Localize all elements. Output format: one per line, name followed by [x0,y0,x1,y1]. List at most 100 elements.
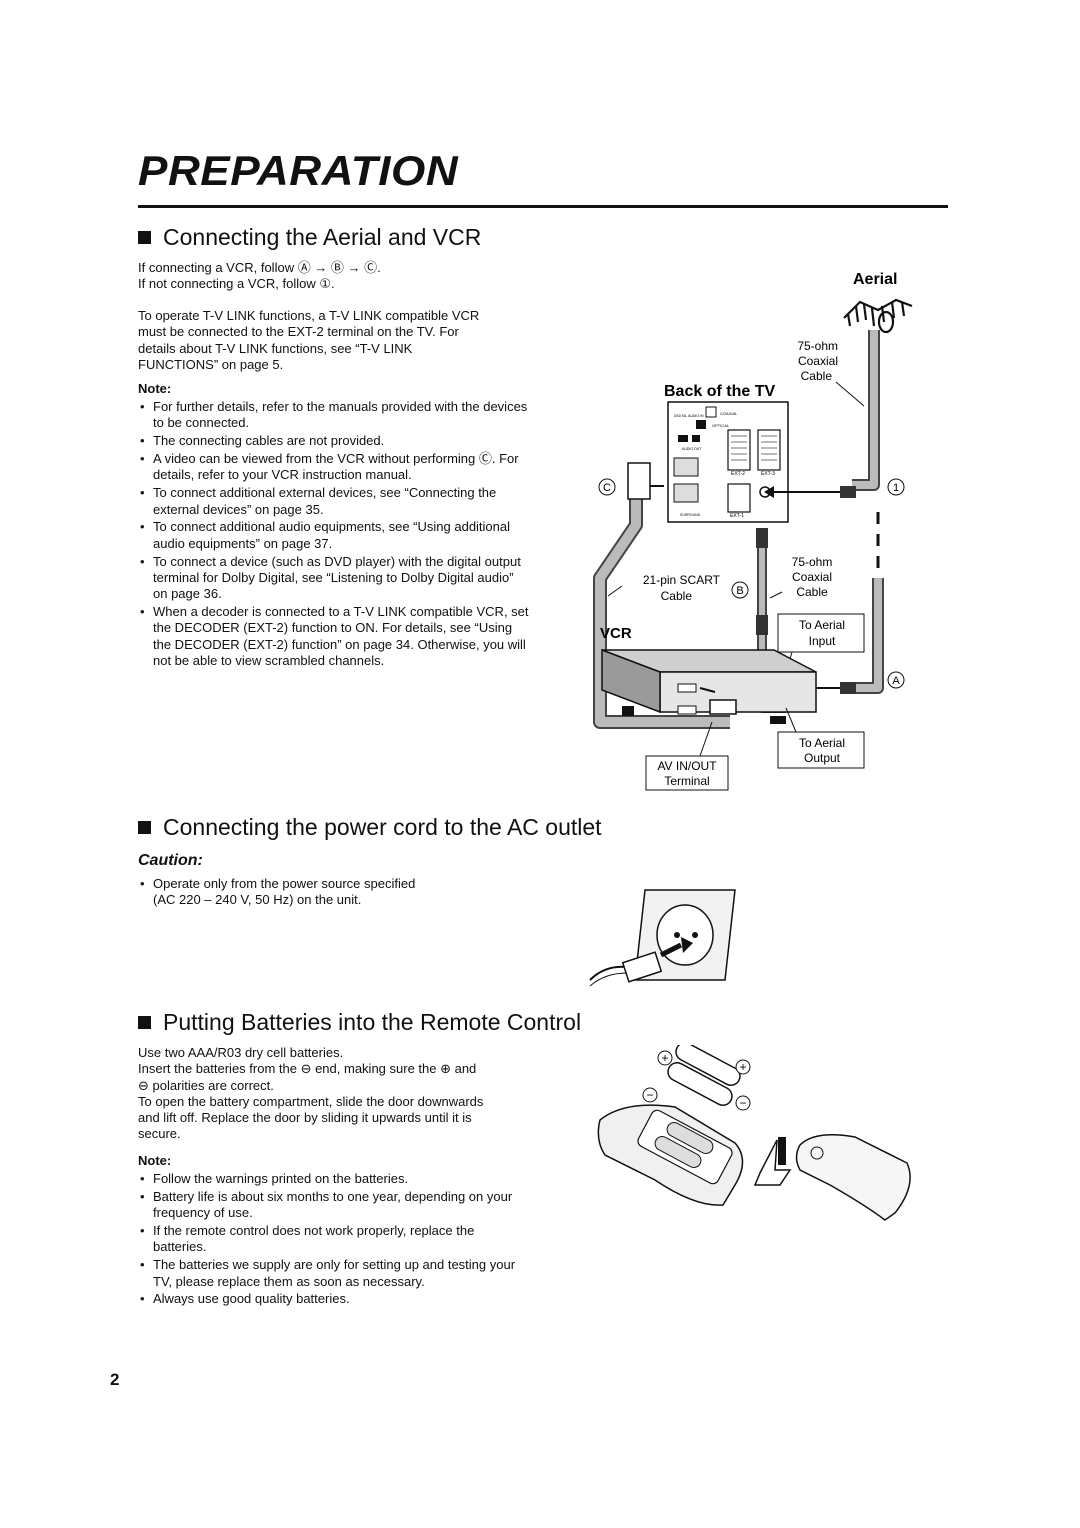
marker-c-text: C [603,482,611,494]
marker-b-text: B [736,585,743,597]
cable-label: 75-ohm [797,339,838,353]
instruction-line: secure. [138,1126,181,1142]
intro-line: If not connecting a VCR, follow ①. [138,276,335,292]
svg-text:+: + [661,1051,668,1065]
paragraph-line: must be connected to the EXT-2 terminal … [138,324,459,340]
scart-plug-icon [627,462,651,500]
section-heading-batteries: Putting Batteries into the Remote Contro… [138,1011,581,1034]
instruction-line: Insert the batteries from the ⊖ end, mak… [138,1061,477,1077]
marker-a [887,671,905,689]
callout-text: Terminal [664,774,709,788]
list-item: For further details, refer to the manual… [138,399,530,432]
callout-text: To Aerial [799,618,845,632]
battery-icon [667,1045,741,1106]
aerial-notes: For further details, refer to the manual… [138,399,530,671]
instruction-line: and lift off. Replace the door by slidin… [138,1110,472,1126]
svg-text:−: − [739,1096,746,1110]
aerial-output-callout [777,731,865,769]
leader-line [835,381,865,407]
av-inout-callout [645,755,729,791]
list-item: To connect additional audio equipments, … [138,519,530,552]
marker-c [598,478,616,496]
list-item: The batteries we supply are only for set… [138,1257,530,1290]
square-bullet-icon [138,821,151,834]
panel-label: SURROUND [680,513,701,517]
aerial-label: Aerial [853,271,897,288]
power-cautions: Operate only from the power source speci… [138,876,518,910]
lift-arrow-icon [753,1139,792,1186]
marker-1 [887,478,905,496]
list-item: A video can be viewed from the VCR witho… [138,451,530,484]
vcr-device [601,648,817,724]
scart-plug-icon [709,699,737,715]
caution-line: (AC 220 – 240 V, 50 Hz) on the unit. [153,892,362,908]
scart-label: Cable [661,589,693,603]
list-item: When a decoder is connected to a T-V LIN… [138,604,530,669]
arrow-head-icon [681,937,693,953]
page-title: PREPARATION [138,147,459,194]
panel-label: EXT-2 [731,471,745,477]
aerial-paragraph: To operate T-V LINK functions, a T-V LIN… [138,308,538,373]
plug-icon [621,951,663,983]
aerial-input-callout [777,613,865,653]
cable-plug-icon [840,682,856,694]
back-of-tv-label: Back of the TV [664,383,775,400]
power-outlet-illustration [589,889,736,987]
square-bullet-icon [138,231,151,244]
list-item: The connecting cables are not provided. [138,433,530,450]
cable-plug-icon [756,615,768,635]
cable-label: Cable [796,585,828,599]
minus-icon: − [642,1087,658,1103]
section-heading-power: Connecting the power cord to the AC outl… [138,816,602,839]
title-rule [138,205,948,208]
connection-diagram: Aerial 75-ohm Coaxial Cable Back of the … [593,271,913,791]
svg-text:+: + [739,1060,746,1074]
plus-icon: + [735,1059,751,1075]
panel-label: AUDIO OUT [682,447,702,451]
plus-icon: + [657,1050,673,1066]
paragraph-line: details about T-V LINK functions, see “T… [138,340,413,356]
instruction-line: To open the battery compartment, slide t… [138,1093,484,1109]
cable-label: Coaxial [792,570,832,584]
panel-label: COAXIAL [720,411,738,416]
aerial-intro: If connecting a VCR, follow Ⓐ → Ⓑ → Ⓒ. I… [138,260,558,293]
batteries-notes: Follow the warnings printed on the batte… [138,1171,530,1309]
callout-text: Output [804,751,841,765]
battery-door [795,1134,911,1221]
page-number: 2 [110,1370,120,1389]
instruction-line: ⊖ polarities are correct. [138,1077,274,1093]
cable-label: 75-ohm [792,555,833,569]
square-bullet-icon [138,1016,151,1029]
cable-plug-icon [756,528,768,548]
panel-label: EXT-3 [761,471,775,477]
paragraph-line: To operate T-V LINK functions, a T-V LIN… [138,308,480,323]
marker-b [731,581,749,599]
list-item: Operate only from the power source speci… [138,876,518,909]
tv-back-panel: COAXIAL DIGITAL AUDIO IN OPTICAL AUDIO O… [667,401,789,523]
marker-1-text: 1 [893,482,899,494]
cable-label: Coaxial [798,354,838,368]
section-heading-text: Connecting the Aerial and VCR [163,224,482,250]
list-item: Follow the warnings printed on the batte… [138,1171,530,1188]
batteries-instructions: Use two AAA/R03 dry cell batteries. Inse… [138,1045,538,1143]
arrow-line [659,942,683,958]
battery-compartment [637,1109,733,1185]
aerial-antenna-icon [843,298,913,334]
marker-a-text: A [892,675,900,687]
panel-label: DIGITAL AUDIO IN [674,414,704,418]
list-item: Battery life is about six months to one … [138,1189,530,1222]
list-item: To connect a device (such as DVD player)… [138,554,530,603]
cable-label: Cable [801,369,833,383]
list-item: Always use good quality batteries. [138,1291,530,1308]
minus-icon: − [735,1095,751,1111]
caution-line: Operate only from the power source speci… [153,876,416,891]
vcr-label: VCR [600,625,632,642]
instruction-line: Use two AAA/R03 dry cell batteries. [138,1045,344,1060]
section-heading-text: Connecting the power cord to the AC outl… [163,814,602,840]
battery-icon [654,1122,714,1168]
list-item: To connect additional external devices, … [138,485,530,518]
panel-label: OPTICAL [712,423,730,428]
intro-line: If connecting a VCR, follow Ⓐ → Ⓑ → Ⓒ. [138,260,381,275]
callout-text: Input [809,634,836,648]
paragraph-line: FUNCTIONS” on page 5. [138,356,284,372]
